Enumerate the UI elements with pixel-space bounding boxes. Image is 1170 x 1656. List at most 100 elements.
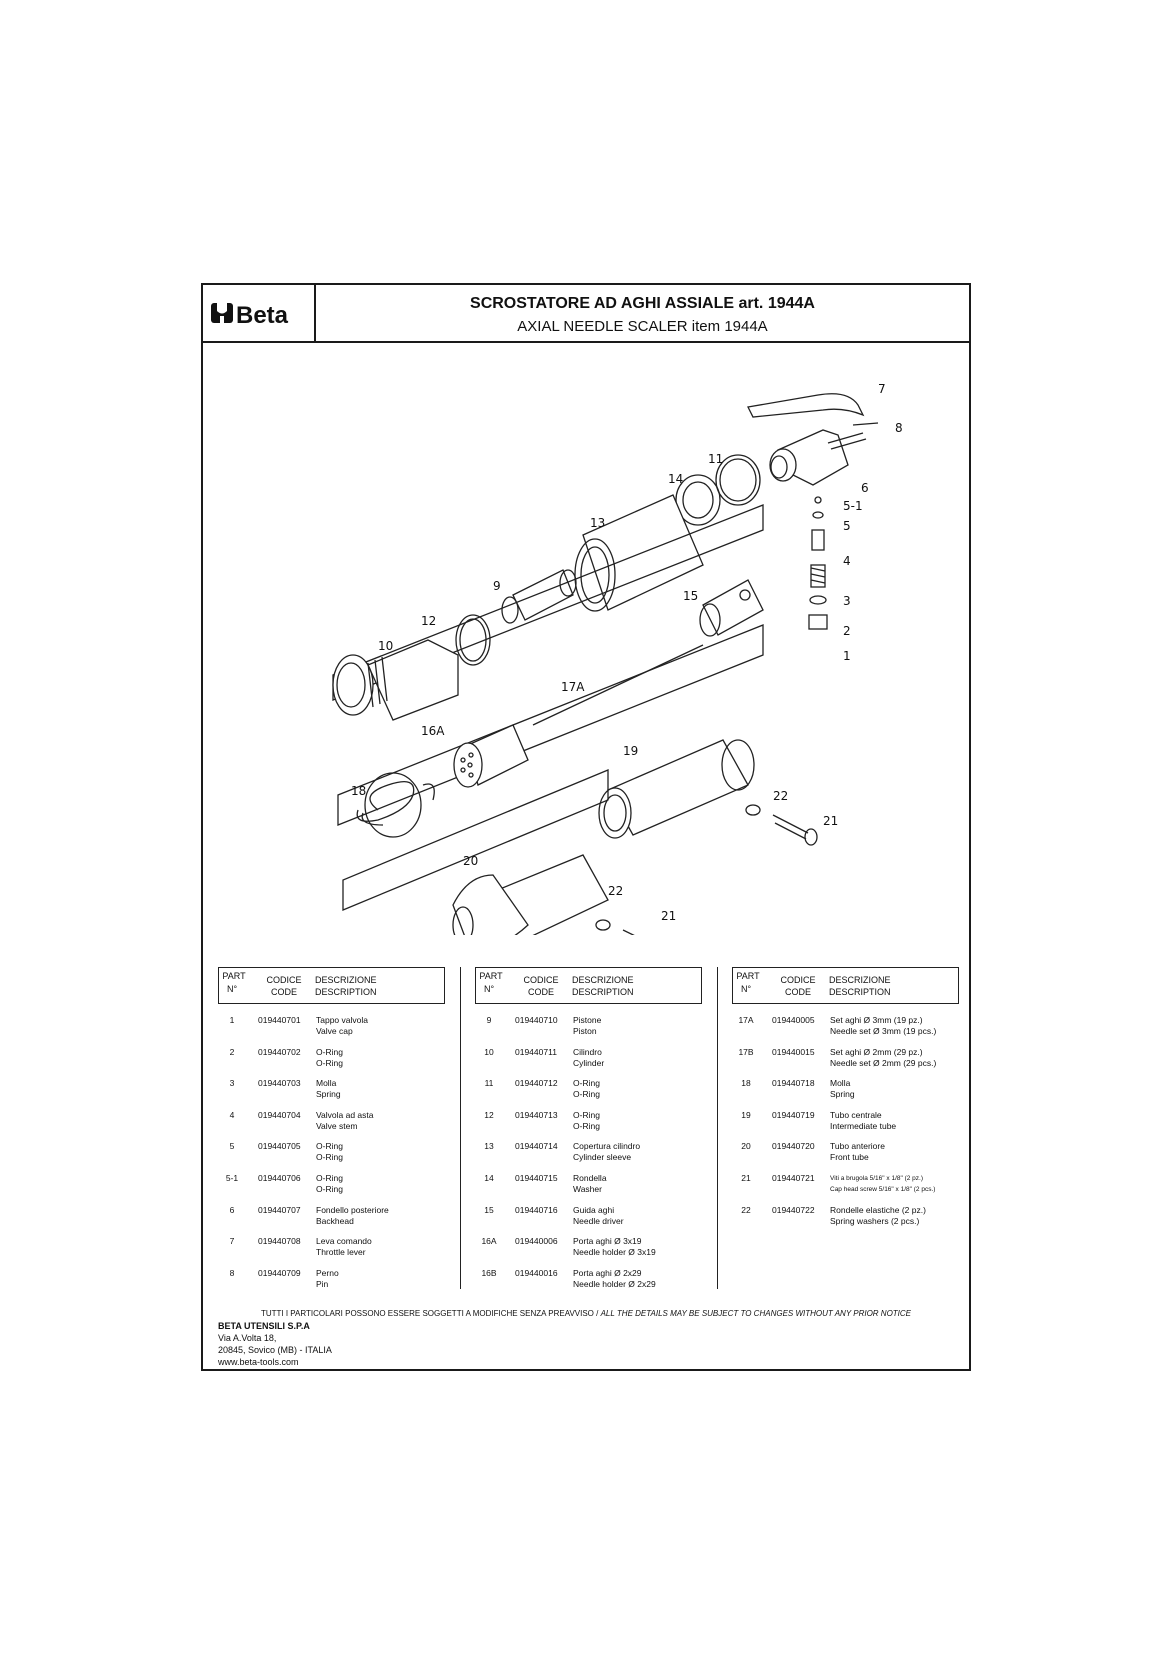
diagram-label: 3 bbox=[843, 594, 851, 608]
title-italian: SCROSTATORE AD AGHI ASSIALE art. 1944A bbox=[470, 295, 815, 312]
part-code: 019440721 bbox=[772, 1173, 815, 1183]
part-code: 019440005 bbox=[772, 1015, 815, 1025]
part-number: 1 bbox=[229, 1015, 235, 1025]
svg-text:Beta: Beta bbox=[236, 302, 289, 328]
column-divider bbox=[460, 967, 461, 1289]
part-number: 22 bbox=[741, 1204, 751, 1215]
parts-sheet: Beta SCROSTATORE AD AGHI ASSIALE art. 19… bbox=[201, 283, 971, 1371]
header-n: N° bbox=[484, 984, 495, 994]
part-code: 019440702 bbox=[258, 1046, 301, 1057]
part-number: 10 bbox=[484, 1046, 494, 1057]
part-description: Rondelle elastiche (2 pz.)Spring washers… bbox=[830, 1204, 926, 1226]
part-number: 5 bbox=[229, 1141, 235, 1152]
part-number: 19 bbox=[741, 1109, 751, 1120]
part-code: 019440713 bbox=[515, 1109, 558, 1120]
part-number: 9 bbox=[486, 1015, 492, 1025]
part-code: 019440710 bbox=[515, 1015, 558, 1025]
diagram-label: 9 bbox=[493, 579, 501, 593]
city: 20845, Sovico (MB) - ITALIA bbox=[218, 1345, 332, 1355]
diagram-label: 22 bbox=[608, 884, 623, 898]
part-number: 16A bbox=[481, 1236, 497, 1247]
diagram-label: 7 bbox=[878, 382, 886, 396]
part-code: 019440006 bbox=[515, 1236, 558, 1247]
header-n: N° bbox=[227, 984, 238, 994]
part-code: 019440711 bbox=[515, 1046, 557, 1057]
column-divider bbox=[717, 967, 718, 1289]
company-address: BETA UTENSILI S.P.A Via A.Volta 18, 2084… bbox=[218, 1320, 332, 1368]
part-number: 6 bbox=[229, 1204, 235, 1215]
diagram-label: 21 bbox=[823, 814, 838, 828]
part-number: 17B bbox=[738, 1046, 754, 1057]
diagram-label: 18 bbox=[351, 784, 366, 798]
part-number: 5-1 bbox=[225, 1173, 239, 1183]
part-number: 4 bbox=[229, 1109, 235, 1120]
diagram-label: 10 bbox=[378, 639, 393, 653]
diagram-label: 21 bbox=[661, 909, 676, 923]
part-code: 019440719 bbox=[772, 1109, 815, 1120]
beta-logo-icon: Beta bbox=[210, 302, 289, 328]
exploded-diagram: 7 8 6 11 14 5-1 5 13 4 9 3 15 12 2 10 1 … bbox=[332, 382, 903, 935]
header-part: PART bbox=[479, 971, 503, 981]
part-number: 11 bbox=[484, 1078, 494, 1089]
part-code: 019440718 bbox=[772, 1078, 815, 1089]
part-number: 18 bbox=[741, 1078, 751, 1089]
diagram-label: 5-1 bbox=[843, 499, 863, 513]
part-row: 22 019440722 Rondelle elastiche (2 pz.)Spr… bbox=[732, 1205, 972, 1236]
diagram-label: 12 bbox=[421, 614, 436, 628]
diagram-label: 11 bbox=[708, 452, 723, 466]
company-name: BETA UTENSILI S.P.A bbox=[218, 1321, 310, 1331]
part-number: 8 bbox=[229, 1267, 235, 1278]
part-number: 15 bbox=[484, 1204, 494, 1215]
diagram-label: 13 bbox=[590, 516, 605, 530]
part-number: 3 bbox=[229, 1078, 235, 1089]
part-code: 019440015 bbox=[772, 1046, 815, 1057]
part-code: 019440705 bbox=[258, 1141, 301, 1152]
website: www.beta-tools.com bbox=[218, 1357, 299, 1367]
brand-logo: Beta bbox=[203, 285, 316, 341]
part-description: Set aghi Ø 2mm (29 pz.)Needle set Ø 2mm … bbox=[830, 1046, 937, 1068]
part-description: Viti a brugola 5/16" x 1/8" (2 pz.)Cap h… bbox=[830, 1175, 936, 1193]
part-number: 13 bbox=[484, 1141, 494, 1152]
diagram-label: 8 bbox=[895, 421, 903, 435]
part-code: 019440722 bbox=[772, 1204, 815, 1215]
part-code: 019440701 bbox=[258, 1015, 301, 1025]
part-code: 019440712 bbox=[515, 1078, 558, 1089]
header-part: PART bbox=[736, 971, 760, 981]
part-number: 12 bbox=[484, 1109, 494, 1120]
diagram-label: 14 bbox=[668, 472, 683, 486]
diagram-label: 15 bbox=[683, 589, 698, 603]
part-code: 019440016 bbox=[515, 1267, 558, 1278]
part-code: 019440709 bbox=[258, 1267, 301, 1278]
